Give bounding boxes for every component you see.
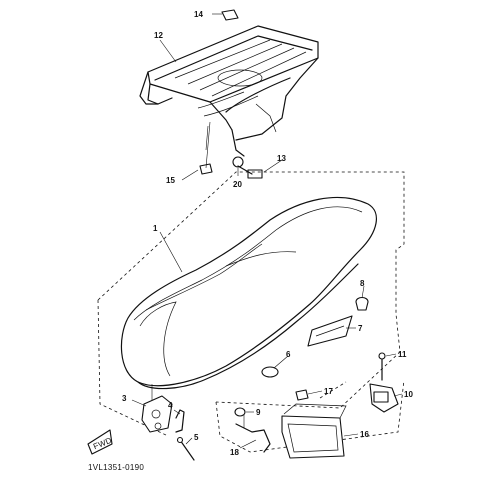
callout-5: 5 xyxy=(194,433,199,442)
callout-1: 1 xyxy=(153,224,158,233)
seat-small-parts xyxy=(261,296,369,401)
seat xyxy=(120,196,377,390)
callout-18: 18 xyxy=(230,448,239,457)
callout-4: 4 xyxy=(168,401,173,410)
nut-14-icon xyxy=(221,9,239,21)
fwd-arrow-icon: FWD xyxy=(87,429,113,455)
hook-4-icon xyxy=(175,409,185,433)
damper-8-icon xyxy=(355,296,369,311)
callout-12: 12 xyxy=(154,31,163,40)
callout-14: 14 xyxy=(194,10,203,19)
carrier-rack xyxy=(139,25,319,157)
washer-15-icon xyxy=(199,163,213,175)
storage-parts xyxy=(234,352,399,459)
lock-bracket-3-icon xyxy=(141,395,173,433)
callout-13: 13 xyxy=(277,154,286,163)
callout-10: 10 xyxy=(404,390,413,399)
callout-7: 7 xyxy=(358,324,363,333)
callout-3: 3 xyxy=(122,394,127,403)
callout-9: 9 xyxy=(256,408,261,417)
callout-16: 16 xyxy=(360,430,369,439)
leader-lines xyxy=(131,13,403,449)
callout-17: 17 xyxy=(324,387,333,396)
bolt-5-icon xyxy=(179,439,195,461)
assembly-boundary xyxy=(97,171,405,453)
callout-6: 6 xyxy=(286,350,291,359)
callouts: 14 12 15 20 13 1 3 4 5 6 7 8 9 11 10 17 … xyxy=(122,10,413,457)
seat-lock xyxy=(141,384,195,461)
bolt-13-icon xyxy=(247,169,263,179)
case-16-icon xyxy=(281,415,345,459)
callout-15: 15 xyxy=(166,176,175,185)
drawing-code: 1VL1351-0190 xyxy=(88,463,144,472)
callout-8: 8 xyxy=(360,279,365,288)
nut-9-icon xyxy=(234,407,246,417)
callout-11: 11 xyxy=(398,350,407,359)
collar-20-icon xyxy=(232,156,244,168)
rack-fasteners xyxy=(199,9,263,179)
damper-6-icon xyxy=(261,366,279,378)
bolt-17-icon xyxy=(295,389,309,401)
bracket-18-icon xyxy=(235,423,271,453)
callout-20: 20 xyxy=(233,180,242,189)
